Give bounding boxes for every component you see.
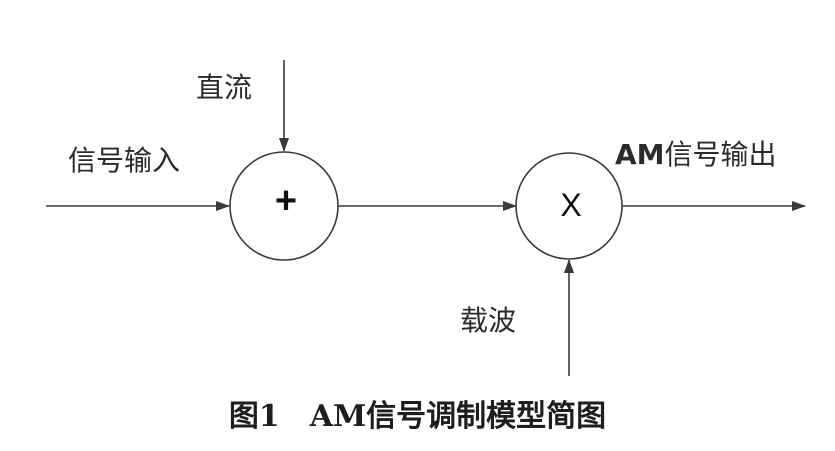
- adder-symbol: +: [274, 180, 298, 222]
- figure-caption: 图1 AM信号调制模型简图: [0, 402, 835, 432]
- am-output-label: AM信号输出: [615, 141, 777, 169]
- multiplier-symbol: X: [560, 187, 582, 223]
- am-output-suffix: 信号输出: [664, 138, 777, 171]
- figure-number: 图1: [228, 399, 280, 434]
- figure-title: AM信号调制模型简图: [309, 399, 607, 434]
- dc-label: 直流: [196, 71, 253, 104]
- carrier-label: 载波: [460, 304, 517, 337]
- signal-input-label: 信号输入: [68, 144, 181, 177]
- am-output-prefix: AM: [615, 138, 665, 171]
